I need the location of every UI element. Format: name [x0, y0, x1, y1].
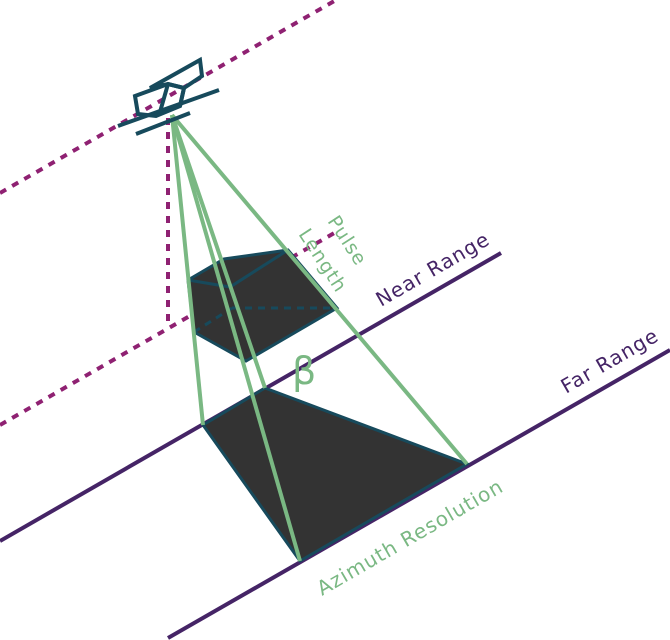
beam-line-left	[170, 114, 205, 426]
far-range-line	[167, 348, 670, 640]
beta-angle-label: β	[292, 349, 316, 393]
radar-beam	[170, 113, 469, 562]
beam-line-right	[170, 113, 469, 466]
flight-path-upper-dotted	[0, 0, 337, 195]
satellite-icon	[117, 56, 220, 136]
far-range-label: Far Range	[557, 323, 663, 398]
beam-line-inner	[170, 114, 267, 389]
beam-line-center	[170, 114, 302, 562]
